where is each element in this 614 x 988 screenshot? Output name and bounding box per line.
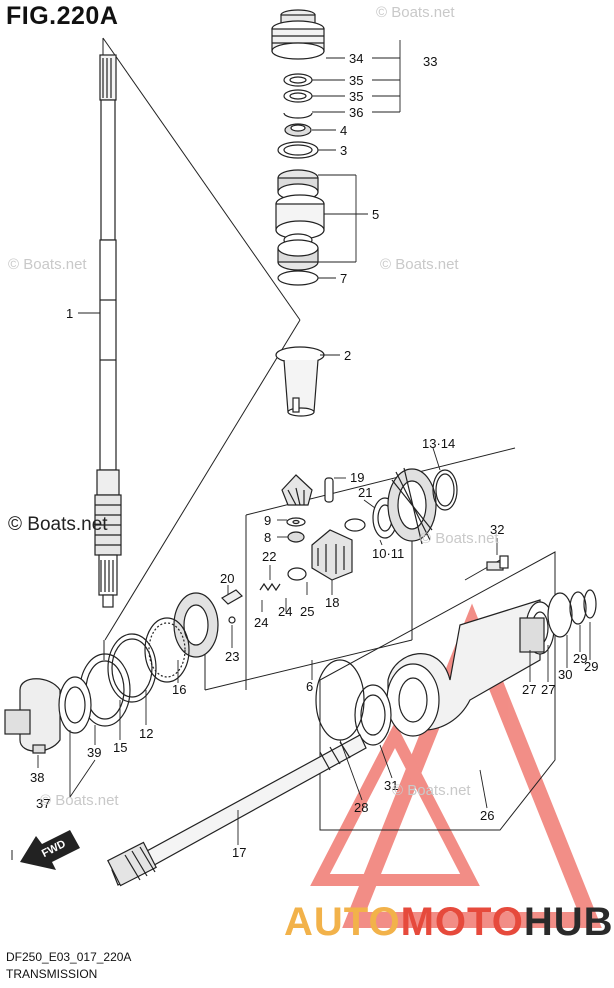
callout-20: 20 — [220, 571, 234, 586]
callout-35a: 35 — [349, 73, 363, 88]
guide-lines — [11, 37, 556, 860]
callout-3: 3 — [340, 143, 347, 158]
brand-part-moto: MOTO — [400, 900, 524, 944]
thrust-washers — [79, 592, 219, 727]
pinion-gear — [281, 474, 313, 543]
callout-36: 36 — [349, 105, 363, 120]
callout-32: 32 — [490, 522, 504, 537]
watermark-top-right: © Boats.net — [376, 4, 455, 21]
callout-24b: 24 — [254, 615, 268, 630]
callout-26: 26 — [480, 808, 494, 823]
watermark-main: © Boats.net — [8, 514, 108, 535]
callout-2: 2 — [344, 348, 351, 363]
callout-15: 15 — [113, 740, 127, 755]
figure-title: FIG.220A — [6, 2, 119, 30]
drive-shaft — [94, 54, 122, 608]
callout-12: 12 — [139, 726, 153, 741]
callout-13-14: 13·14 — [422, 436, 455, 451]
callout-34: 34 — [349, 51, 363, 66]
sleeve — [275, 346, 325, 417]
callout-5: 5 — [372, 207, 379, 222]
callout-19: 19 — [350, 470, 364, 485]
brand-logo-triangle — [310, 603, 602, 928]
bearing-carrier — [4, 676, 92, 754]
leader-lines — [37, 40, 591, 845]
propeller-shaft — [107, 734, 367, 887]
callout-24a: 24 — [278, 604, 292, 619]
callout-39: 39 — [87, 745, 101, 760]
watermark-bottom-right: © Boats.net — [392, 782, 471, 799]
brand-part-auto: AUTO — [284, 900, 401, 944]
callout-25: 25 — [300, 604, 314, 619]
callout-29a: 29 — [573, 651, 587, 666]
callout-18: 18 — [325, 595, 339, 610]
callout-1: 1 — [66, 306, 73, 321]
callout-35b: 35 — [349, 89, 363, 104]
callout-6: 6 — [306, 679, 313, 694]
callout-31: 31 — [384, 778, 398, 793]
callout-17: 17 — [232, 845, 246, 860]
brand-part-hub: HUB — [523, 900, 614, 944]
callout-28: 28 — [354, 800, 368, 815]
pinion-bearing-stack — [271, 9, 325, 286]
callout-29b: 29 — [584, 659, 598, 674]
callout-38: 38 — [30, 770, 44, 785]
callout-37: 37 — [36, 796, 50, 811]
callout-23: 23 — [225, 649, 239, 664]
callout-21: 21 — [358, 485, 372, 500]
fwd-arrow: FWD — [20, 830, 80, 870]
callout-16: 16 — [172, 682, 186, 697]
callout-10-11: 10·11 — [372, 546, 404, 561]
brand-wordmark: AUTOMOTOHUB — [284, 900, 614, 945]
callout-22: 22 — [262, 549, 276, 564]
forward-gear — [387, 467, 458, 545]
callout-4: 4 — [340, 123, 347, 138]
figure-code: DF250_E03_017_220A — [6, 950, 132, 964]
callout-27a: 27 — [522, 682, 536, 697]
watermark-mid-right: © Boats.net — [380, 256, 459, 273]
watermark-bottom-left: © Boats.net — [40, 792, 119, 809]
watermark-right: © Boats.net — [420, 530, 499, 547]
callout-27b: 27 — [541, 682, 555, 697]
callout-7: 7 — [340, 271, 347, 286]
callout-8: 8 — [264, 530, 271, 545]
reverse-gear-housing — [315, 555, 597, 746]
callout-9: 9 — [264, 513, 271, 528]
watermark-mid-left: © Boats.net — [8, 256, 87, 273]
callout-33: 33 — [423, 54, 437, 69]
callout-30: 30 — [558, 667, 572, 682]
clutch-assembly — [221, 477, 398, 624]
callout-labels: 34 33 35 35 36 4 3 5 7 2 1 13·14 19 21 9… — [30, 51, 598, 860]
figure-name: TRANSMISSION — [6, 967, 98, 981]
